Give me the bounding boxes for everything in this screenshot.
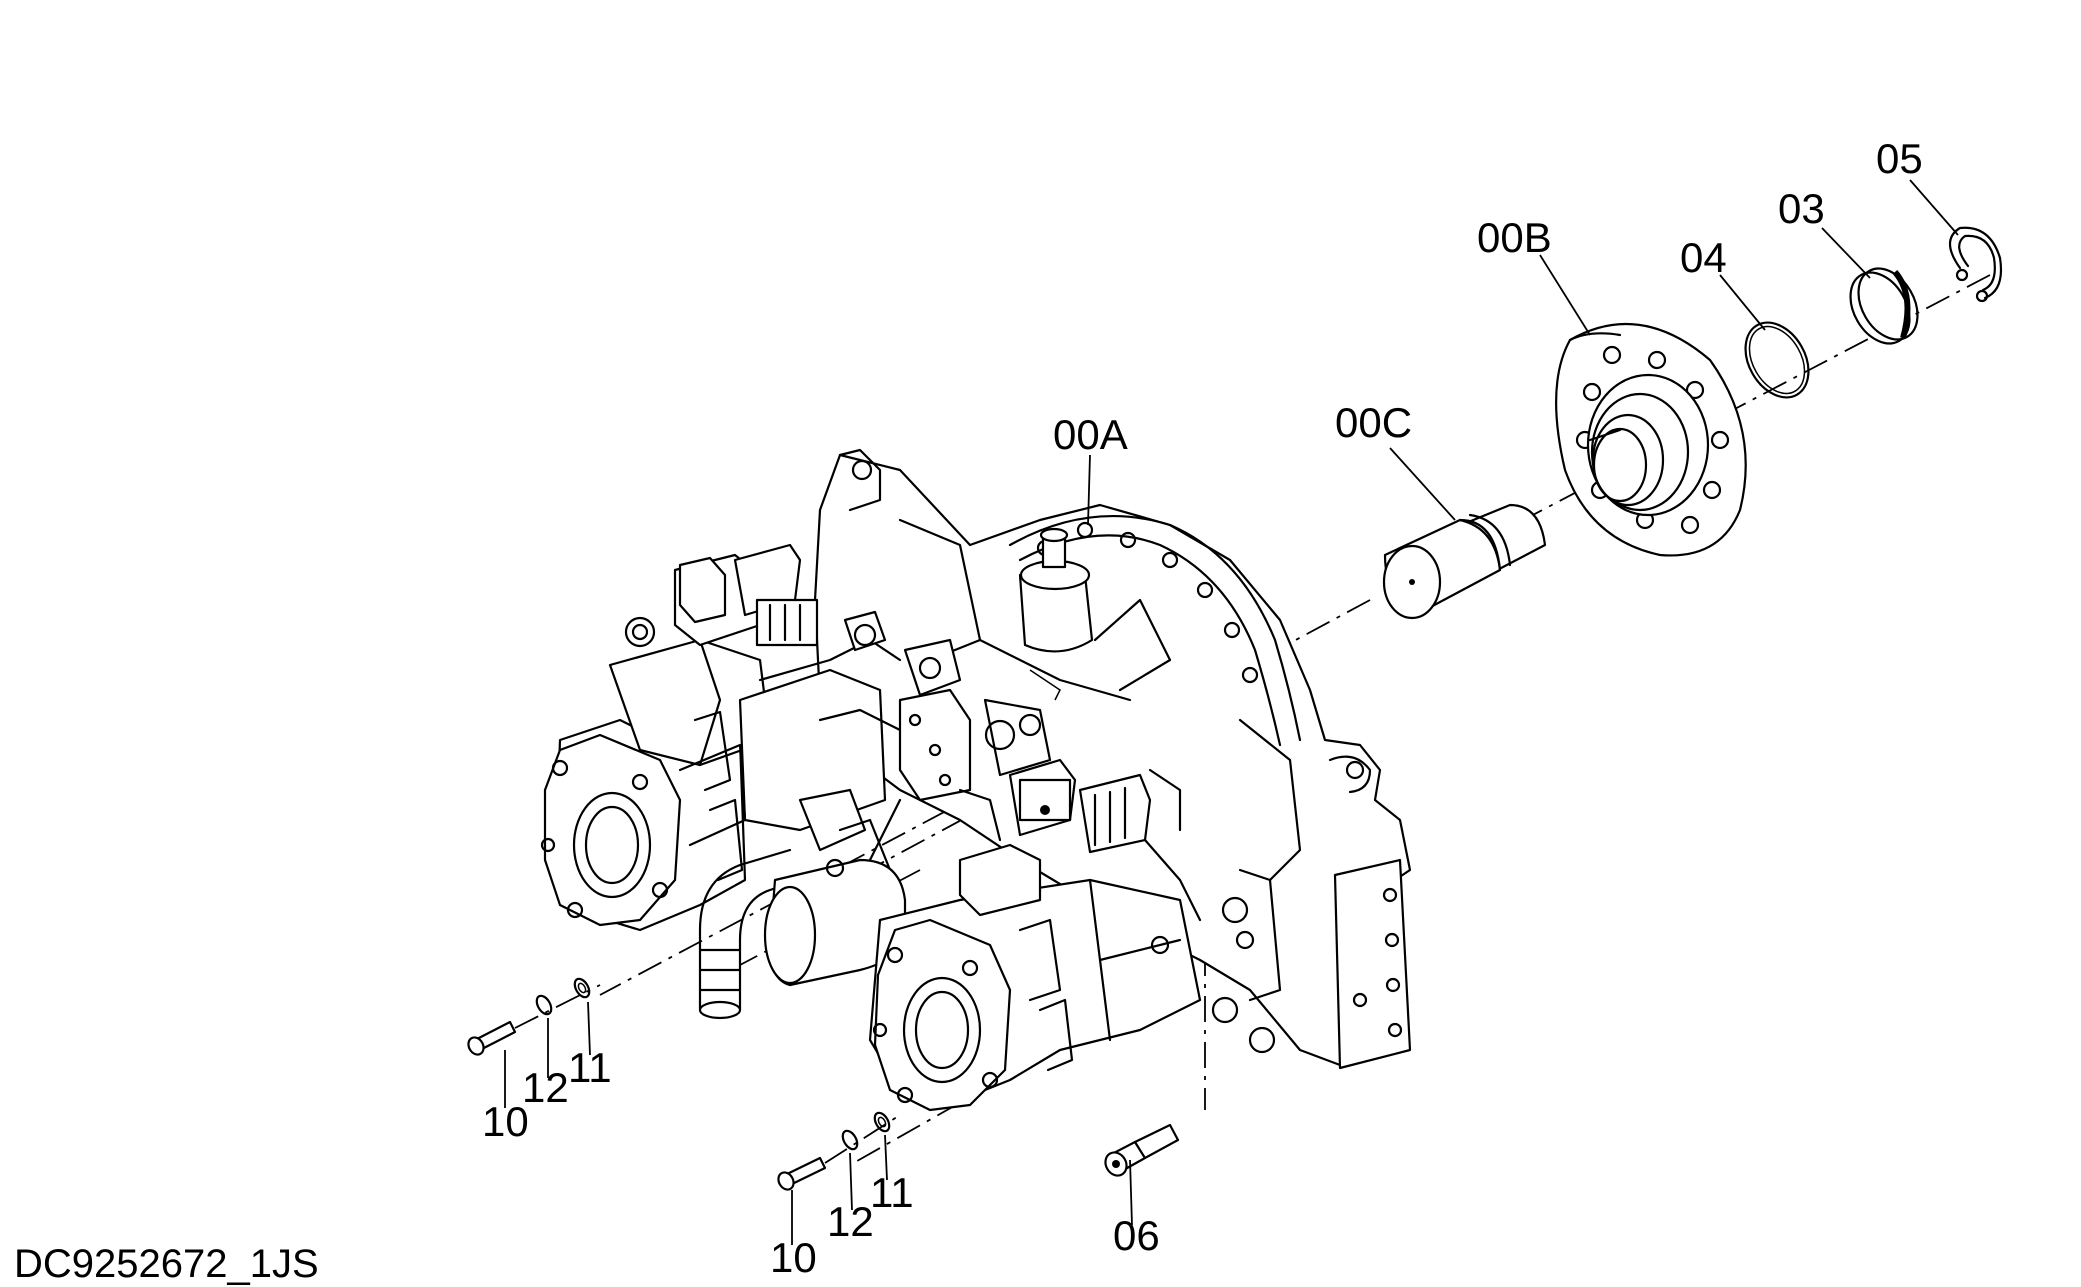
callout-05: 05	[1876, 135, 1923, 182]
callout-11-lower: 11	[870, 1169, 914, 1216]
hydraulic-pump-upper	[540, 543, 962, 932]
part-11-washer-upper	[573, 977, 591, 999]
callout-12-lower: 12	[827, 1198, 874, 1245]
callout-06: 06	[1113, 1212, 1160, 1259]
part-04-o-ring	[1744, 321, 1810, 399]
callout-12-upper: 12	[522, 1064, 569, 1111]
drawing-id: DC9252672_1JS	[14, 1242, 319, 1286]
callout-10-upper: 10	[482, 1098, 529, 1145]
callout-00C: 00C	[1335, 399, 1412, 446]
part-12-lock-washer-lower	[841, 1129, 859, 1151]
gearbox-housing	[813, 448, 1412, 1070]
leader-lines	[504, 179, 1959, 1245]
callout-04: 04	[1680, 234, 1727, 281]
part-03-washer-disc	[1849, 267, 1919, 345]
part-06-bolt	[1104, 1123, 1180, 1177]
part-12-lock-washer-upper	[535, 994, 553, 1016]
fastener-set-upper	[467, 977, 601, 1056]
callout-11-upper: 11	[568, 1044, 612, 1091]
part-11-washer-lower	[873, 1111, 891, 1133]
solenoid-valve-assembly	[798, 688, 1052, 902]
part-05-snap-ring	[1948, 226, 2003, 303]
hydraulic-pump-lower	[868, 758, 1202, 1112]
part-00C-shaft-plug	[1382, 503, 1547, 620]
part-10-bolt-lower	[777, 1156, 827, 1191]
fastener-set-lower	[777, 1111, 901, 1191]
part-00B-flange	[1555, 322, 1747, 557]
part-10-bolt-upper	[467, 1020, 517, 1056]
callout-10-lower: 10	[770, 1234, 817, 1281]
callout-00B: 00B	[1477, 214, 1552, 261]
callout-03: 03	[1778, 185, 1825, 232]
hose-elbow	[698, 848, 907, 1020]
callout-labels: 00A 00C 00B 04 03 05 06 10 12 11 10 12 1…	[482, 135, 1923, 1281]
callout-00A: 00A	[1053, 411, 1128, 458]
